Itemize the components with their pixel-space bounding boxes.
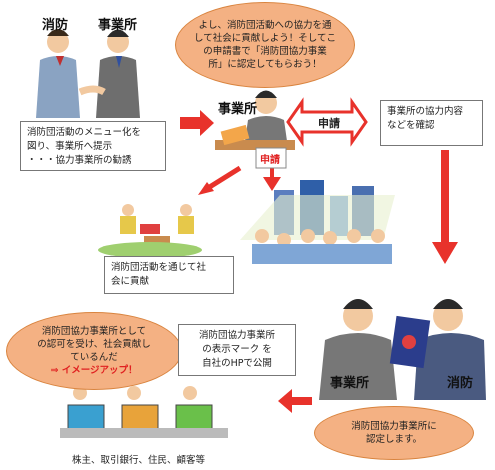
image-up-line: ているんだ [70,352,118,363]
handshake [78,85,106,96]
label-office-center: 事業所 [218,102,258,117]
buildings-figure [240,180,395,264]
menu-proposal-box: 消防団活動のメニュー化を 図り、事業所へ提示 ・・・協力事業所の勧誘 [20,121,166,171]
bubble-line: の申請書で「消防団協力事業 [203,46,327,57]
certify-line: 消防団協力事業所に [351,421,437,432]
image-up-highlight: ⇒ イメージアップ！ [50,365,138,376]
arrow-right-1 [180,110,214,136]
arrow-down-center [263,155,281,191]
stakeholder-caption: 株主、取引銀行、住民、顧客等 [72,455,206,466]
label-office-bottom: 事業所 [330,376,370,391]
publish-line: の表示マーク を [202,344,272,355]
contribution-line: 消防団活動を通じて社 [111,262,207,273]
fire-drill-figures [98,204,202,258]
contribution-line: 会に貢献 [111,276,150,287]
publish-line: 消防団協力事業所 [198,330,275,341]
verify-line: などを確認 [387,120,435,131]
certify-bubble: 消防団協力事業所に 認定します。 [314,406,474,460]
office-person-figure [96,29,140,118]
menu-line: ・・・協力事業所の勧誘 [27,155,132,166]
arrow-diag [206,165,242,191]
bubble-line: 所」に認定してもらおう！ [208,59,322,70]
menu-line: 図り、事業所へ提示 [27,141,113,152]
image-up-line: の認可を受け、社会貢献し [37,339,151,350]
bubble-line: よし、消防団活動への協力を通 [198,20,332,31]
contribution-box: 消防団活動を通じて社 会に貢献 [104,256,234,294]
arrow-down-right [432,150,458,264]
bubble-line: して社会に貢献しよう！そしてこ [194,33,336,44]
computers-figure [60,386,228,438]
label-office-top: 事業所 [98,18,138,33]
label-fire-bottom: 消防 [447,376,474,391]
top-speech-bubble: よし、消防団活動への協力を通 して社会に貢献しよう！そしてこ の申請書で「消防団… [175,2,355,88]
certify-line: 認定します。 [365,434,423,445]
double-arrow [286,97,368,147]
verify-line: 事業所の協力内容 [387,106,464,117]
menu-line: 消防団活動のメニュー化を [27,127,142,138]
image-up-line: 消防団協力事業所として [41,326,147,337]
publish-line: 自社のHPで公開 [202,358,272,369]
publish-box: 消防団協力事業所 の表示マーク を 自社のHPで公開 [178,324,296,376]
fire-person-figure [36,29,80,118]
form-stamp: 申請 [260,155,280,166]
image-up-bubble: 消防団協力事業所として の認可を受け、社会貢献し ているんだ ⇒ イメージアップ… [6,312,182,390]
apply-label: 申請 [318,117,340,130]
arrow-left-bottom [278,389,312,413]
verify-box: 事業所の協力内容 などを確認 [380,100,483,146]
label-fire-top: 消防 [42,18,69,33]
desk-worker-figure [215,90,295,169]
ceremony-figures [319,299,486,400]
